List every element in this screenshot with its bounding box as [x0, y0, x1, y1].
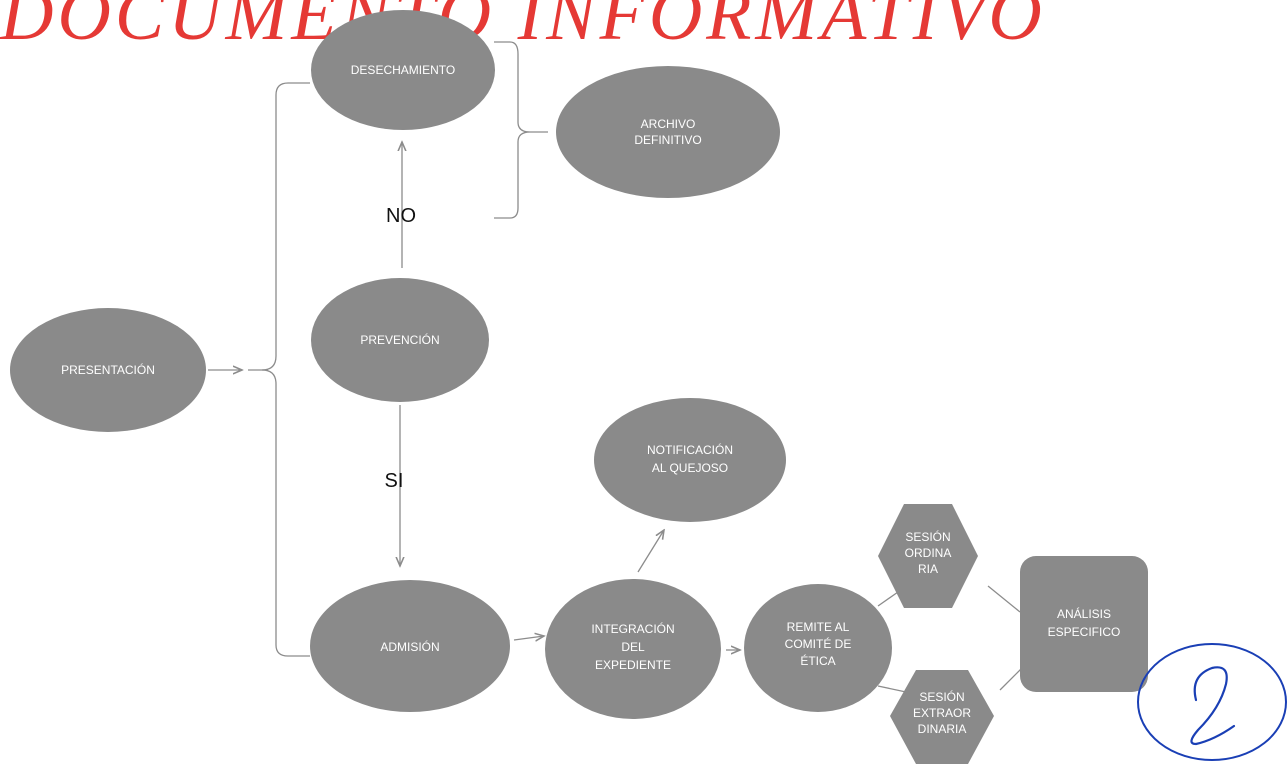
node-notificacion-line1: NOTIFICACIÓN — [647, 442, 733, 457]
node-integracion-line2: DEL — [621, 640, 645, 654]
node-admision: ADMISIÓN — [310, 580, 510, 712]
node-analisis-line1: ANÁLISIS — [1057, 606, 1111, 621]
node-sesion-extraordinaria-line3: DINARIA — [918, 722, 967, 736]
node-sesion-extraordinaria: SESIÓN EXTRAOR DINARIA — [890, 670, 994, 764]
node-prevencion-label: PREVENCIÓN — [360, 332, 439, 347]
node-sesion-extraordinaria-line1: SESIÓN — [919, 689, 964, 704]
node-presentacion-label: PRESENTACIÓN — [61, 362, 155, 377]
edge-label-si: SI — [385, 470, 404, 492]
node-admision-label: ADMISIÓN — [380, 639, 439, 654]
node-presentacion: PRESENTACIÓN — [10, 308, 206, 432]
node-remite-line1: REMITE AL — [787, 620, 850, 634]
node-integracion: INTEGRACIÓN DEL EXPEDIENTE — [545, 579, 721, 719]
node-remite-comite: REMITE AL COMITÉ DE ÉTICA — [744, 584, 892, 712]
node-integracion-line1: INTEGRACIÓN — [591, 621, 674, 636]
node-remite-line2: COMITÉ DE — [785, 636, 852, 651]
node-notificacion: NOTIFICACIÓN AL QUEJOSO — [594, 398, 786, 522]
node-analisis-especifico: ANÁLISIS ESPECIFICO — [1020, 556, 1148, 692]
watermark-text: DOCUMENTO INFORMATIVO — [0, 0, 1046, 56]
node-desechamiento: DESECHAMIENTO — [311, 10, 495, 130]
signature-mark — [1137, 643, 1287, 761]
node-sesion-ordinaria-line1: SESIÓN — [905, 529, 950, 544]
node-archivo-definitivo: ARCHIVO DEFINITIVO — [556, 66, 780, 198]
node-remite-line3: ÉTICA — [800, 653, 835, 668]
node-archivo-line1: ARCHIVO — [641, 117, 696, 131]
node-desechamiento-label: DESECHAMIENTO — [351, 63, 455, 77]
edge-label-no: NO — [386, 205, 416, 227]
node-sesion-ordinaria: SESIÓN ORDINA RIA — [878, 504, 978, 608]
node-integracion-line3: EXPEDIENTE — [595, 658, 671, 672]
connectors — [208, 41, 1023, 693]
node-analisis-line2: ESPECIFICO — [1048, 625, 1121, 639]
node-prevencion: PREVENCIÓN — [311, 278, 489, 402]
node-sesion-ordinaria-line2: ORDINA — [905, 546, 952, 560]
node-archivo-line2: DEFINITIVO — [634, 133, 701, 147]
node-sesion-ordinaria-line3: RIA — [918, 562, 938, 576]
node-notificacion-line2: AL QUEJOSO — [652, 461, 728, 475]
node-sesion-extraordinaria-line2: EXTRAOR — [913, 706, 971, 720]
